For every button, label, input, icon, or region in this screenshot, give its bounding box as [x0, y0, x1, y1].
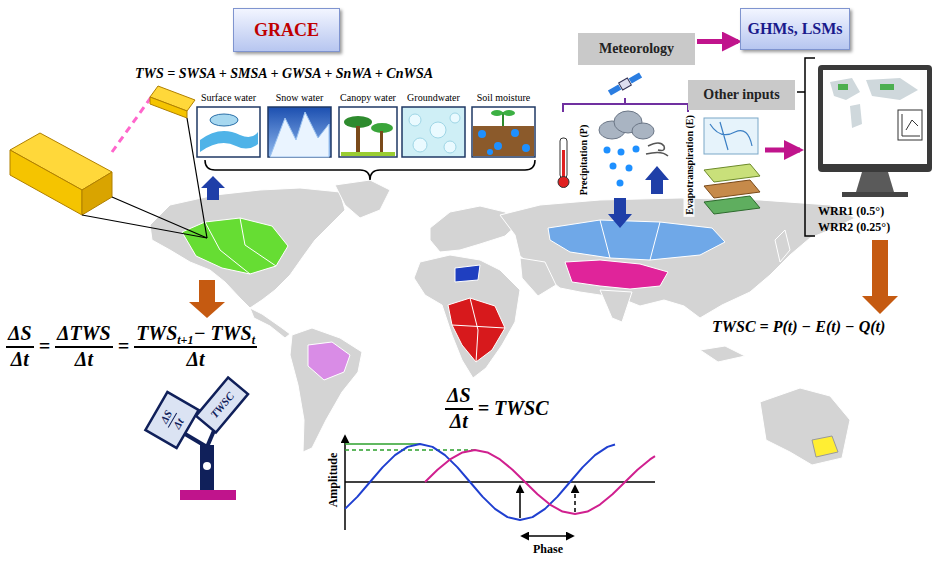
node-label: Canopy water — [340, 92, 396, 103]
storage-panel: Snow water — [268, 92, 331, 158]
equation-term: TWS — [136, 322, 177, 345]
input-box: Other inputs — [688, 80, 795, 110]
node-label: Soil moisture — [477, 92, 531, 103]
title-box: GRACE — [233, 8, 340, 52]
node-label: Surface water — [201, 92, 256, 103]
fraction: ΔSΔt — [6, 322, 34, 371]
equation-sign: = — [39, 335, 50, 358]
input-box: Meteorology — [578, 33, 695, 65]
equation-subscript: t+1 — [177, 333, 193, 348]
axis-title: Phase — [533, 542, 563, 557]
numerator: TWSt+1− TWSt — [134, 322, 257, 348]
equation-term: = TWSC — [478, 397, 549, 420]
equation-term: ΔS — [445, 384, 473, 410]
fraction: TWSt+1− TWStΔt — [134, 322, 257, 371]
storage-equation: TWS = SWSA + SMSA + GWSA + SnWA + CnWSA — [135, 66, 433, 82]
axis-note: Evapotranspiration (E) — [684, 113, 695, 217]
storage-panel: Soil moisture — [472, 92, 535, 158]
equation-sign: = — [118, 335, 129, 358]
fraction: ΔSΔt — [445, 384, 473, 433]
node-label: Snow water — [276, 92, 324, 103]
node-label: Meteorology — [599, 41, 674, 57]
resolution-label: WRR1 (0.5°) — [818, 204, 884, 219]
model-box: GHMs, LSMs — [740, 8, 850, 50]
equation-term: Δt — [187, 348, 205, 371]
connector-arrow — [697, 39, 738, 44]
equation-term: − TWS — [193, 322, 251, 345]
storage-panel: Groundwater — [402, 92, 465, 158]
node-label: Groundwater — [407, 92, 460, 103]
equation-term: Δt — [11, 348, 29, 371]
axis-note: Precipitation (P) — [578, 123, 589, 198]
node-label: Other inputs — [703, 87, 779, 103]
storage-panel: Canopy water — [337, 92, 399, 158]
storage-panel: Surface water — [197, 92, 260, 158]
node-label: GHMs, LSMs — [747, 20, 842, 38]
balance-equation: ΔSΔt= TWSC — [445, 384, 549, 433]
equation-term: Δt — [450, 410, 468, 433]
resolution-label: WRR2 (0.25°) — [818, 220, 890, 235]
balance-equation: ΔSΔt=ΔTWSΔt=TWSt+1− TWStΔt — [6, 322, 257, 371]
equation-subscript: t — [252, 333, 255, 348]
fraction: ΔTWSΔt — [55, 322, 113, 371]
equation-term: ΔTWS — [55, 322, 113, 348]
equation-term: ΔS — [6, 322, 34, 348]
water-balance-equation: TWSC = P(t) − E(t) − Q(t) — [712, 318, 885, 336]
axis-title: Amplitude — [326, 453, 341, 508]
node-label: GRACE — [254, 20, 319, 41]
equation-term: Δt — [75, 348, 93, 371]
